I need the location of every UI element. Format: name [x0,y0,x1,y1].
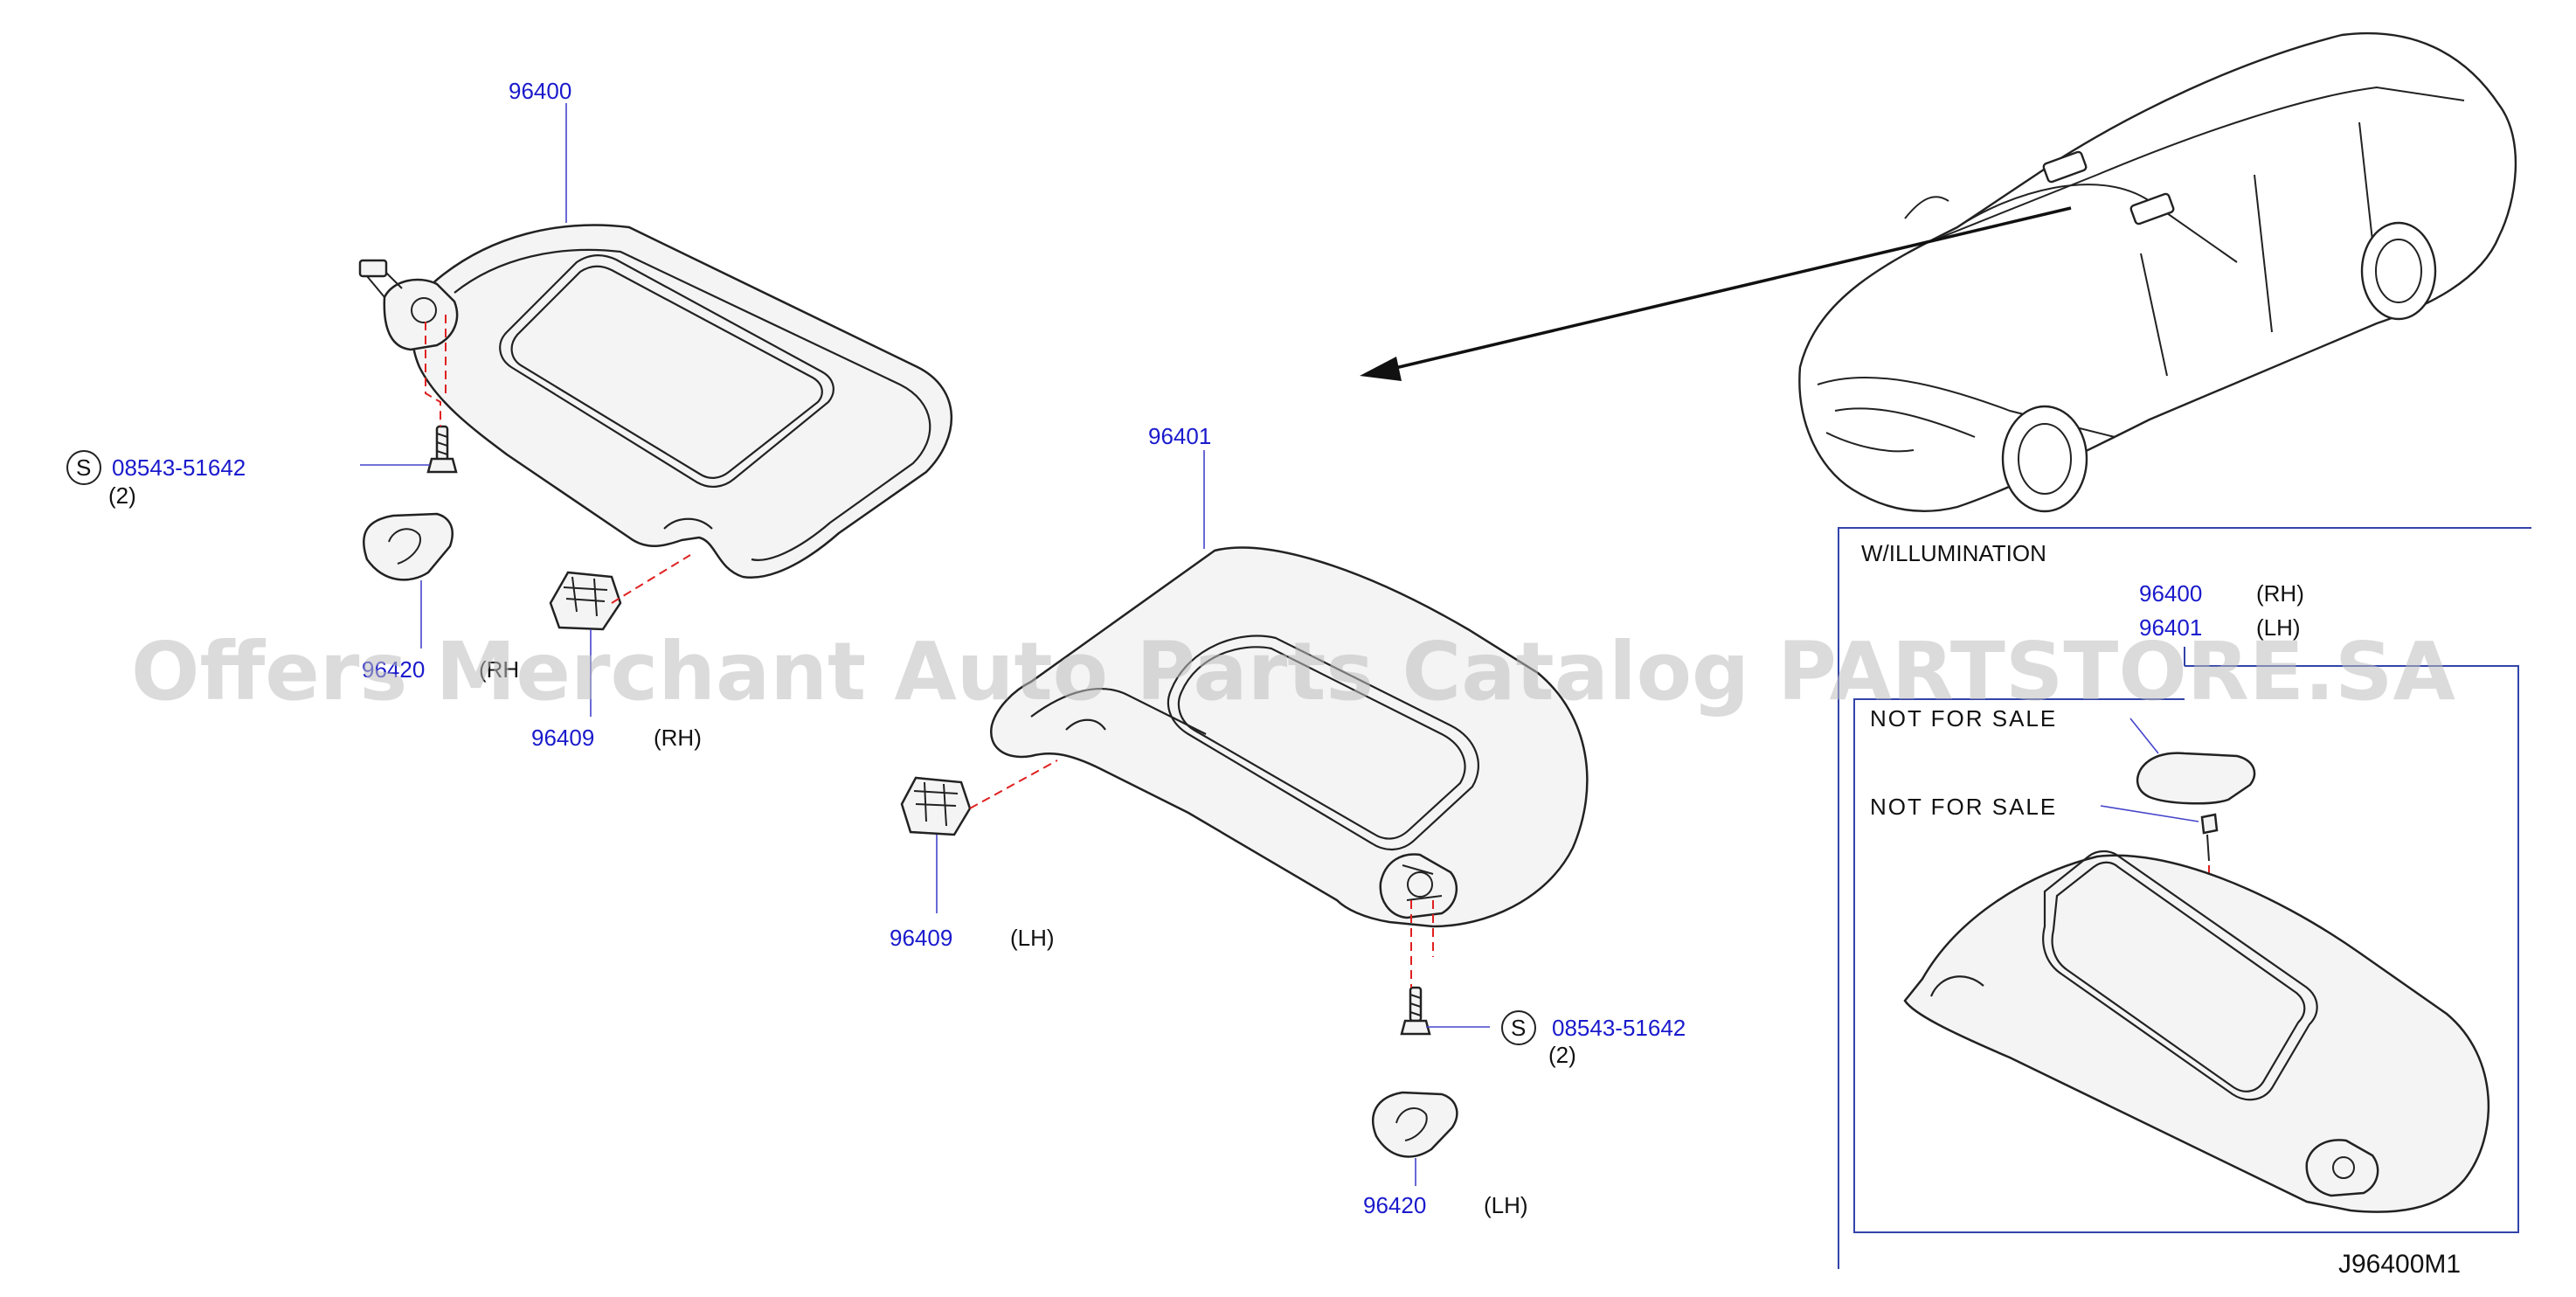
car-illustration [1798,31,2517,513]
holder-lh [900,776,972,836]
cover-lh-side: (LH) [1484,1192,1528,1218]
holder-rh [549,571,622,631]
lh-labels: 96401 96409 (LH) S 08543-51642 (2) 96420… [890,423,1686,1218]
illumination-inset [1838,527,2531,1269]
inset-labels: W/ILLUMINATION 96400 (RH) 96401 (LH) NOT… [1861,540,2304,820]
cover-rh-side: (RH [479,656,519,683]
screw-lh [1400,986,1431,1036]
cover-lh [1372,1091,1458,1158]
cover-rh-part-number: 96420 [362,656,425,683]
screw-lh-symbol: S [1511,1015,1526,1041]
inset-row-1-number: 96400 [2139,580,2202,607]
screw-rh [426,425,458,474]
screw-lh-qty: (2) [1548,1042,1576,1068]
rh-leader-lines [360,103,592,717]
screw-rh-symbol: S [76,454,91,481]
inset-title: W/ILLUMINATION [1861,540,2046,566]
visor-rh-pivot-bracket [358,259,459,351]
screw-rh-qty: (2) [108,482,136,509]
inset-row-2-side: (LH) [2256,614,2301,641]
inset-not-for-sale-1: NOT FOR SALE [1870,705,2057,732]
inset-lens-part [2136,752,2256,805]
inset-bulb-part [2200,813,2219,862]
screw-lh-part-number: 08543-51642 [1552,1015,1686,1041]
sun-visor-lh [989,546,1589,928]
holder-lh-side: (LH) [1010,925,1055,951]
visor-lh-part-number: 96401 [1148,423,1211,449]
cover-lh-part-number: 96420 [1363,1192,1426,1218]
visor-rh-part-number: 96400 [509,78,571,104]
rh-labels: 96400 S 08543-51642 (2) 96420 (RH 96409 … [66,78,702,751]
diagram-code: J96400M1 [2338,1250,2461,1279]
watermark-text: Offers Merchant Auto Parts Catalog PARTS… [131,625,2455,718]
holder-lh-part-number: 96409 [890,925,952,951]
pointer-arrow [1360,206,2072,381]
screw-rh-part-number: 08543-51642 [112,454,246,481]
inset-row-1-side: (RH) [2256,580,2304,607]
holder-rh-part-number: 96409 [531,725,594,751]
screw-lh-symbol-circle [1501,1010,1536,1045]
inset-visor-drawing [1903,850,2490,1213]
screw-rh-symbol-circle [66,450,101,485]
lh-leader-lines [936,450,1490,1186]
cover-rh [363,512,454,581]
holder-rh-side: (RH) [654,725,702,751]
inset-row-2-number: 96401 [2139,614,2202,641]
sun-visor-rh [358,224,953,579]
inset-not-for-sale-2: NOT FOR SALE [1870,794,2057,820]
visor-lh-pivot-bracket [1379,853,1458,919]
lh-dashed-guides [969,759,1434,988]
rh-dashed-guides [425,315,691,604]
